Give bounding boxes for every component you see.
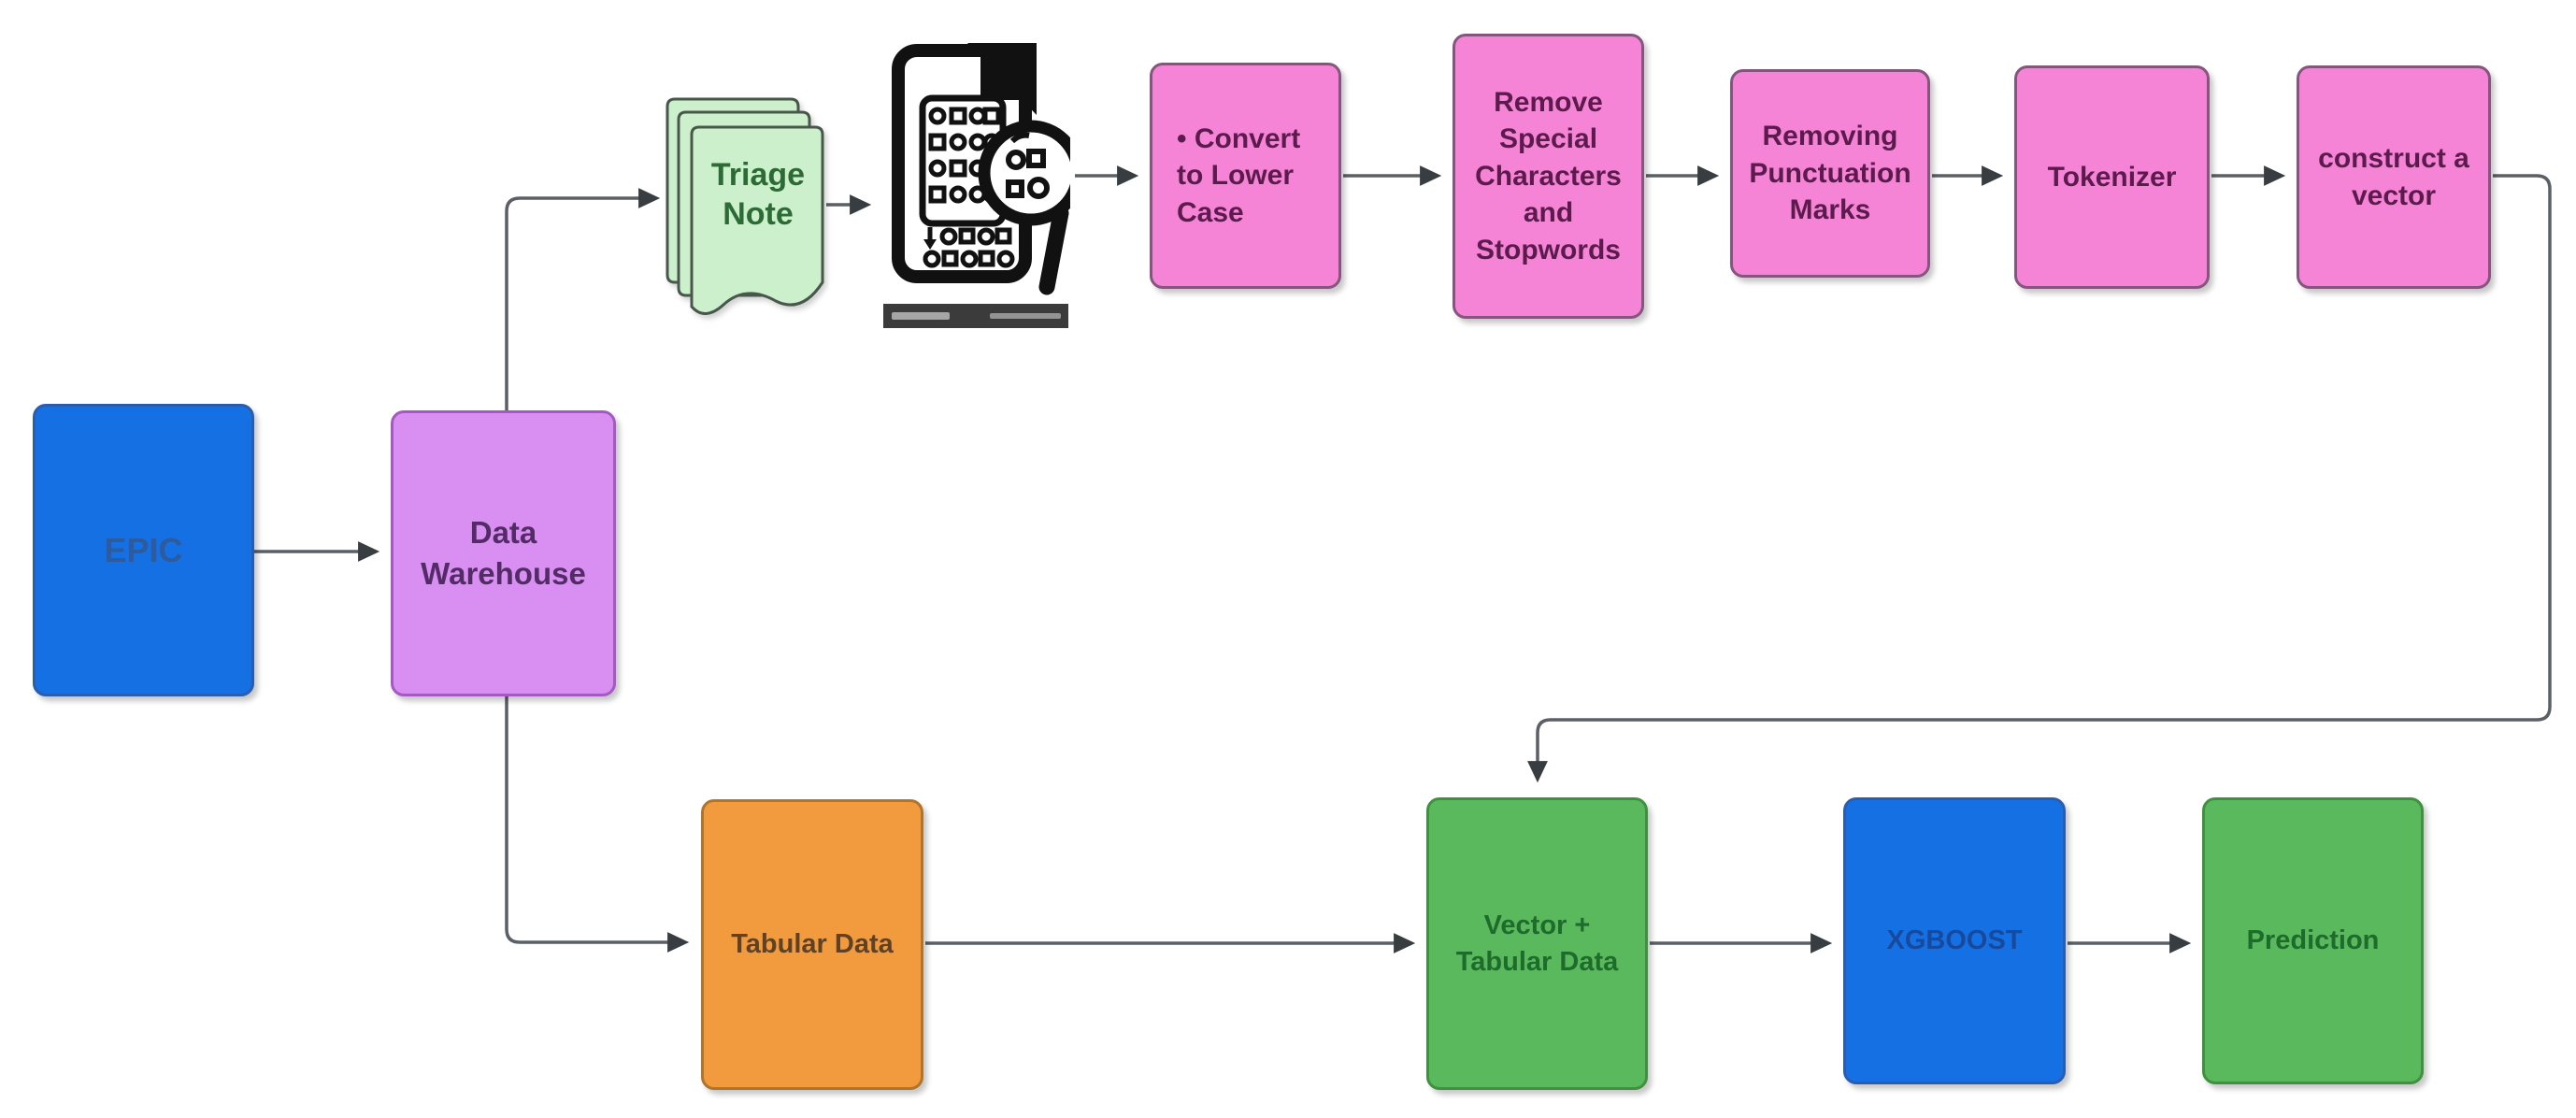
- tokenizer-label: Tokenizer: [2047, 161, 2177, 193]
- edge-data-warehouse-to-tabular: [505, 696, 690, 953]
- removing-punctuation-node: Removing Punctuation Marks: [1730, 69, 1930, 278]
- triage-note-label: Triage Note: [710, 156, 806, 233]
- removing-punctuation-label: Removing Punctuation Marks: [1749, 121, 1911, 226]
- xgboost-label: XGBOOST: [1886, 925, 2023, 956]
- stacked-pages-shape: [665, 97, 824, 315]
- vector-tabular-data-node: Vector + Tabular Data: [1426, 797, 1648, 1090]
- triage-note-document: Triage Note: [665, 97, 826, 318]
- data-warehouse-node: Data Warehouse: [391, 410, 616, 696]
- edge-construct-vector-to-vector-tabular: [1527, 174, 2552, 783]
- construct-vector-node: construct a vector: [2297, 65, 2491, 289]
- convert-lowercase-label: • Convert to Lower Case: [1177, 122, 1301, 228]
- tabular-data-node: Tabular Data: [701, 799, 923, 1090]
- construct-vector-label: construct a vector: [2318, 142, 2469, 211]
- tabular-data-label: Tabular Data: [731, 929, 894, 960]
- document-analysis-icon: [892, 43, 1070, 295]
- epic-label: EPIC: [104, 530, 183, 569]
- vector-tabular-data-label: Vector + Tabular Data: [1455, 910, 1619, 977]
- prediction-label: Prediction: [2246, 925, 2380, 956]
- epic-node: EPIC: [33, 404, 254, 696]
- watermark-bar: [883, 304, 1068, 328]
- prediction-node: Prediction: [2202, 797, 2424, 1084]
- convert-lowercase-node: • Convert to Lower Case: [1150, 63, 1341, 289]
- remove-special-characters-label: Remove Special Characters and Stopwords: [1475, 86, 1622, 265]
- data-warehouse-label: Data Warehouse: [421, 515, 586, 591]
- remove-special-characters-node: Remove Special Characters and Stopwords: [1453, 34, 1644, 319]
- edge-data-warehouse-to-triage-note: [505, 188, 661, 411]
- tokenizer-node: Tokenizer: [2014, 65, 2210, 289]
- xgboost-node: XGBOOST: [1843, 797, 2066, 1084]
